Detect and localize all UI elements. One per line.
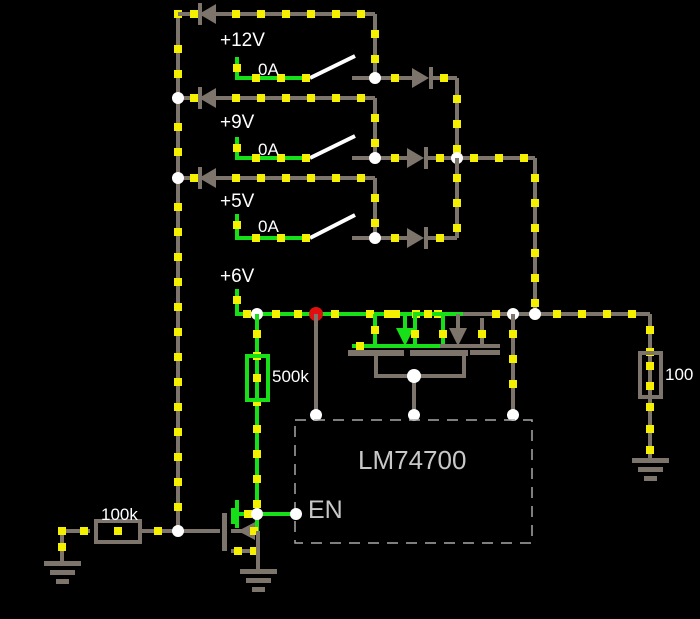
chip-pin-wire-anode[interactable] bbox=[310, 314, 322, 421]
ground-mosfet bbox=[240, 569, 277, 592]
mosfet-pair[interactable] bbox=[348, 310, 500, 421]
switch-9v[interactable] bbox=[233, 134, 356, 162]
chip-lm74700[interactable] bbox=[294, 419, 533, 544]
supply-branch-9v[interactable] bbox=[172, 87, 539, 313]
supply-branch-5v[interactable] bbox=[172, 158, 461, 249]
ground-r100 bbox=[632, 458, 669, 481]
left-supply-rail[interactable] bbox=[174, 10, 182, 531]
ground-left bbox=[44, 561, 81, 584]
supply-branch-12v[interactable] bbox=[178, 3, 461, 158]
enable-net[interactable] bbox=[231, 500, 302, 528]
pulldown-network[interactable] bbox=[44, 513, 277, 592]
switch-12v[interactable] bbox=[233, 54, 356, 82]
output-branch[interactable] bbox=[463, 308, 669, 481]
branch-500k[interactable] bbox=[245, 314, 270, 531]
switch-5v[interactable] bbox=[233, 213, 356, 242]
